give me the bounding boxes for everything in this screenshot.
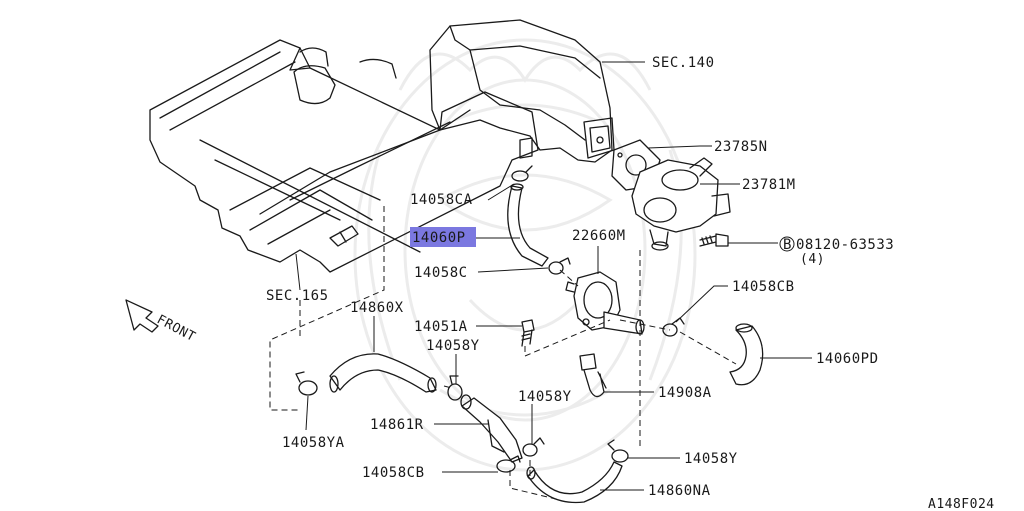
callout-14860na[interactable]: 14860NA (648, 483, 711, 499)
callout-08120-63533[interactable]: 08120-63533 (796, 237, 894, 253)
callout-sec140[interactable]: SEC.140 (652, 55, 715, 71)
aac-valve-23781m (631, 157, 731, 251)
pipe-14861r (460, 394, 523, 463)
callout-leader-lines (295, 61, 812, 491)
clamp-14058ya (295, 371, 318, 396)
assembly-dashed-lines (269, 206, 737, 501)
hose-14860x (329, 353, 437, 393)
callout-14058y-lower[interactable]: 14058Y (518, 389, 572, 405)
plenum-outline (429, 19, 615, 163)
callout-14058cb-upper[interactable]: 14058CB (732, 279, 795, 295)
bolt-quantity: (4) (800, 252, 825, 267)
callout-14860x[interactable]: 14860X (350, 300, 404, 316)
hose-14060pd (729, 323, 764, 386)
bolt-08120-63533 (699, 233, 729, 247)
callout-14058cb-lower[interactable]: 14058CB (362, 465, 425, 481)
bolt-marker: B (783, 237, 792, 253)
callout-22660m[interactable]: 22660M (572, 228, 626, 244)
bolt-marker-circle (779, 236, 795, 252)
bracket-14908a (579, 353, 607, 398)
callout-labels[interactable]: SEC.140 23785N 23781M B 08120-63533 (4) … (154, 55, 894, 499)
callout-14861r[interactable]: 14861R (370, 417, 424, 433)
clamp-14058y-lower (522, 437, 545, 457)
bolt-14051a (521, 319, 535, 347)
hose-14060p (507, 183, 549, 267)
callout-14058ca[interactable]: 14058CA (410, 192, 473, 208)
valve-22660m (565, 271, 645, 335)
clamp-14058y-right (607, 439, 629, 463)
clamp-14058c (548, 257, 571, 275)
figure-id: A148F024 (928, 497, 995, 511)
clamp-14058y-middle (447, 375, 463, 401)
callout-14058y-middle[interactable]: 14058Y (426, 338, 480, 354)
callout-14908a[interactable]: 14908A (658, 385, 712, 401)
intake-manifold-outline (149, 39, 539, 273)
clamp-14058cb-lower (496, 455, 521, 473)
callout-14058c[interactable]: 14058C (414, 265, 468, 281)
callout-14060p[interactable]: 14060P (412, 230, 466, 246)
front-label: FRONT (154, 312, 198, 345)
callout-14058ya[interactable]: 14058YA (282, 435, 345, 451)
callout-23781m[interactable]: 23781M (742, 177, 796, 193)
callout-14051a[interactable]: 14051A (414, 319, 468, 335)
selected-part-highlight (410, 227, 476, 247)
callout-sec165[interactable]: SEC.165 (266, 288, 329, 304)
callout-14058y-right[interactable]: 14058Y (684, 451, 738, 467)
front-arrow-icon (125, 299, 159, 333)
callout-23785n[interactable]: 23785N (714, 139, 768, 155)
clamp-14058ca (511, 165, 533, 182)
callout-14060pd[interactable]: 14060PD (816, 351, 879, 367)
